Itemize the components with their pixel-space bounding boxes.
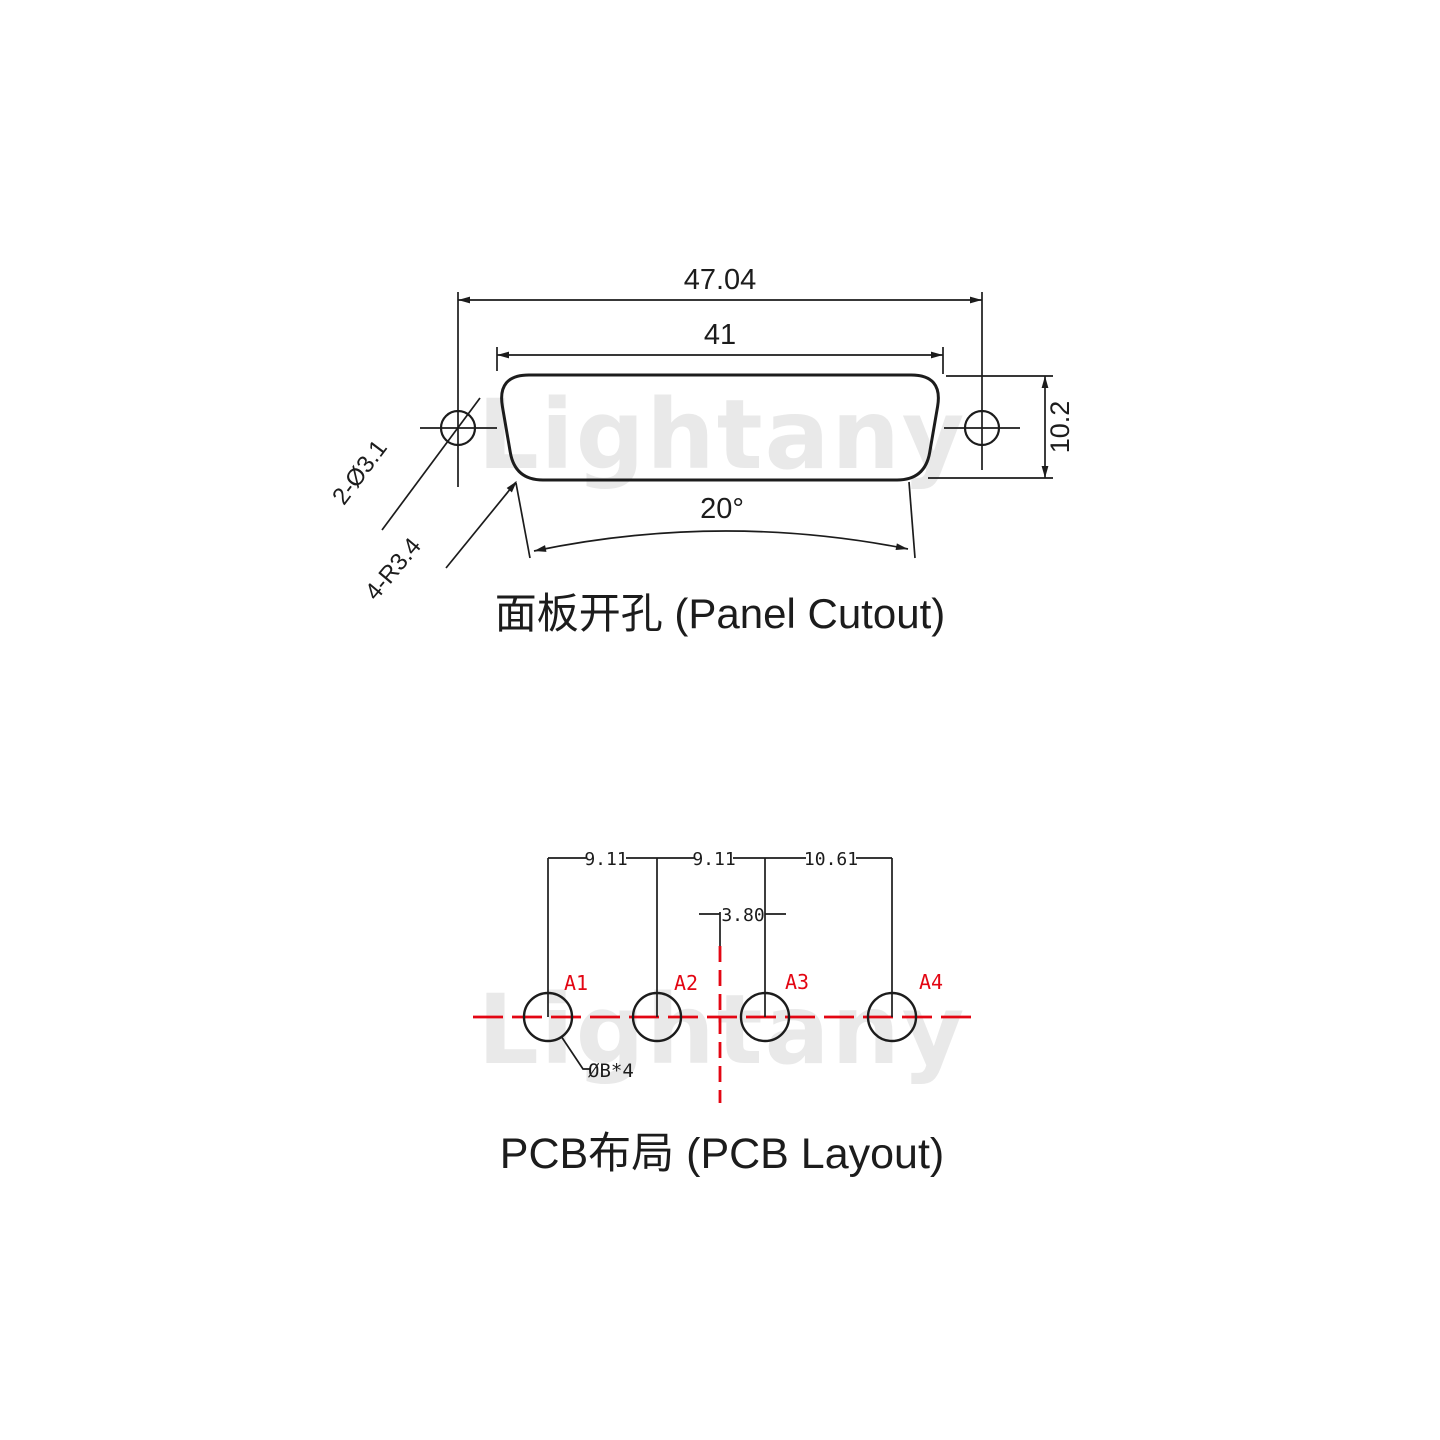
pad-a1: A1 bbox=[522, 971, 588, 1043]
left-mounting-hole bbox=[420, 292, 497, 487]
dimension-pitch-a2-a3: 9.11 bbox=[657, 849, 765, 870]
arrowhead-left bbox=[497, 351, 509, 359]
dsub-cutout-outline bbox=[500, 373, 940, 482]
pad-a3: A3 bbox=[739, 970, 809, 1043]
dimension-pitch-a3-a4: 10.61 bbox=[765, 849, 892, 870]
pad-label-a4: A4 bbox=[919, 970, 943, 994]
dimension-cutout-width: 41 bbox=[496, 319, 944, 374]
panel-cutout-drawing: Lightany 47.04 41 bbox=[327, 264, 1075, 637]
side-angle-label: 20° bbox=[700, 493, 744, 525]
leader-line bbox=[381, 397, 481, 531]
dimension-center-offset: 3.80 bbox=[699, 905, 786, 926]
arrowhead-left bbox=[534, 545, 547, 552]
hole-spec-label: ØB*4 bbox=[588, 1060, 634, 1082]
arrowhead-top bbox=[1041, 376, 1049, 388]
angle-ext-right bbox=[908, 481, 916, 559]
dimension-outer-hole-span: 47.04 bbox=[458, 264, 982, 304]
panel-cutout-caption: 面板开孔 (Panel Cutout) bbox=[495, 590, 945, 637]
pad-label-a3: A3 bbox=[785, 970, 809, 994]
pad-circle-a2 bbox=[631, 991, 683, 1043]
pcb-layout-drawing: Lightany 9.11 9.11 10.61 3 bbox=[473, 849, 976, 1178]
arrowhead-bottom bbox=[1041, 466, 1049, 478]
leader-line bbox=[560, 1035, 591, 1070]
angle-ext-left bbox=[515, 482, 531, 559]
pad-label-a2: A2 bbox=[674, 971, 698, 995]
pad-circle-a3 bbox=[739, 991, 791, 1043]
watermark-text-top: Lightany bbox=[478, 379, 967, 491]
arrowhead-left bbox=[458, 296, 470, 304]
callout-mount-holes: 2-Ø3.1 bbox=[327, 397, 481, 531]
cutout-height-label: 10.2 bbox=[1045, 401, 1075, 454]
pad-a4: A4 bbox=[866, 970, 943, 1043]
pad-circle-a1 bbox=[522, 991, 574, 1043]
pad-circle-a4 bbox=[866, 991, 918, 1043]
watermark-text-bottom: Lightany bbox=[478, 974, 967, 1086]
outer-hole-span-label: 47.04 bbox=[684, 264, 757, 296]
corner-radius-label: 4-R3.4 bbox=[360, 533, 427, 606]
pitch-a2-a3-label: 9.11 bbox=[692, 849, 735, 870]
leader-arrowhead bbox=[506, 481, 517, 493]
pcb-layout-caption: PCB布局 (PCB Layout) bbox=[500, 1130, 944, 1178]
mount-holes-label: 2-Ø3.1 bbox=[327, 435, 393, 510]
dimension-pitch-a1-a2: 9.11 bbox=[548, 849, 657, 870]
callout-hole-spec: ØB*4 bbox=[560, 1035, 634, 1082]
leader-line bbox=[445, 481, 517, 569]
center-offset-label: 3.80 bbox=[721, 905, 764, 926]
angle-arc bbox=[533, 530, 909, 552]
pad-a2: A2 bbox=[631, 971, 698, 1043]
arrowhead-right bbox=[895, 543, 908, 551]
right-mounting-hole bbox=[944, 292, 1020, 470]
pad-label-a1: A1 bbox=[564, 971, 588, 995]
dimension-cutout-height: 10.2 bbox=[928, 375, 1075, 479]
pitch-a3-a4-label: 10.61 bbox=[804, 849, 858, 870]
arrowhead-right bbox=[970, 296, 982, 304]
pitch-a1-a2-label: 9.11 bbox=[584, 849, 627, 870]
dimension-side-angle: 20° bbox=[515, 481, 916, 559]
cutout-width-label: 41 bbox=[704, 319, 736, 351]
callout-corner-radius: 4-R3.4 bbox=[360, 481, 517, 606]
arrowhead-right bbox=[931, 351, 943, 359]
